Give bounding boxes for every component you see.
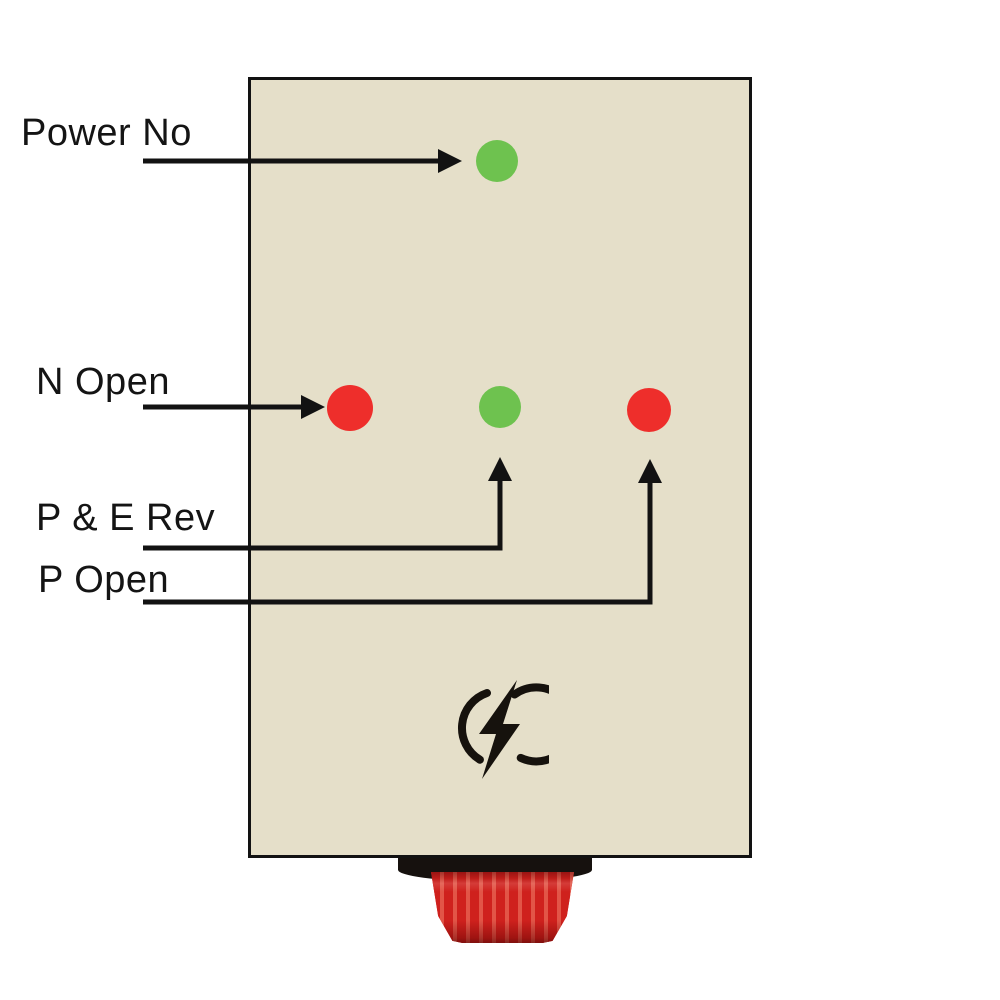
p-open-indicator-led	[627, 388, 671, 432]
device-panel	[248, 77, 752, 858]
lightning-bolt-icon	[458, 680, 549, 779]
reset-knob[interactable]	[431, 872, 574, 943]
label-power-no: Power No	[21, 112, 192, 154]
label-p-open: P Open	[38, 559, 170, 601]
label-n-open: N Open	[36, 361, 170, 403]
p-e-rev-indicator-led	[479, 386, 521, 428]
n-open-indicator-led	[327, 385, 373, 431]
label-p-e-rev: P & E Rev	[36, 497, 216, 539]
power-indicator-led	[476, 140, 518, 182]
